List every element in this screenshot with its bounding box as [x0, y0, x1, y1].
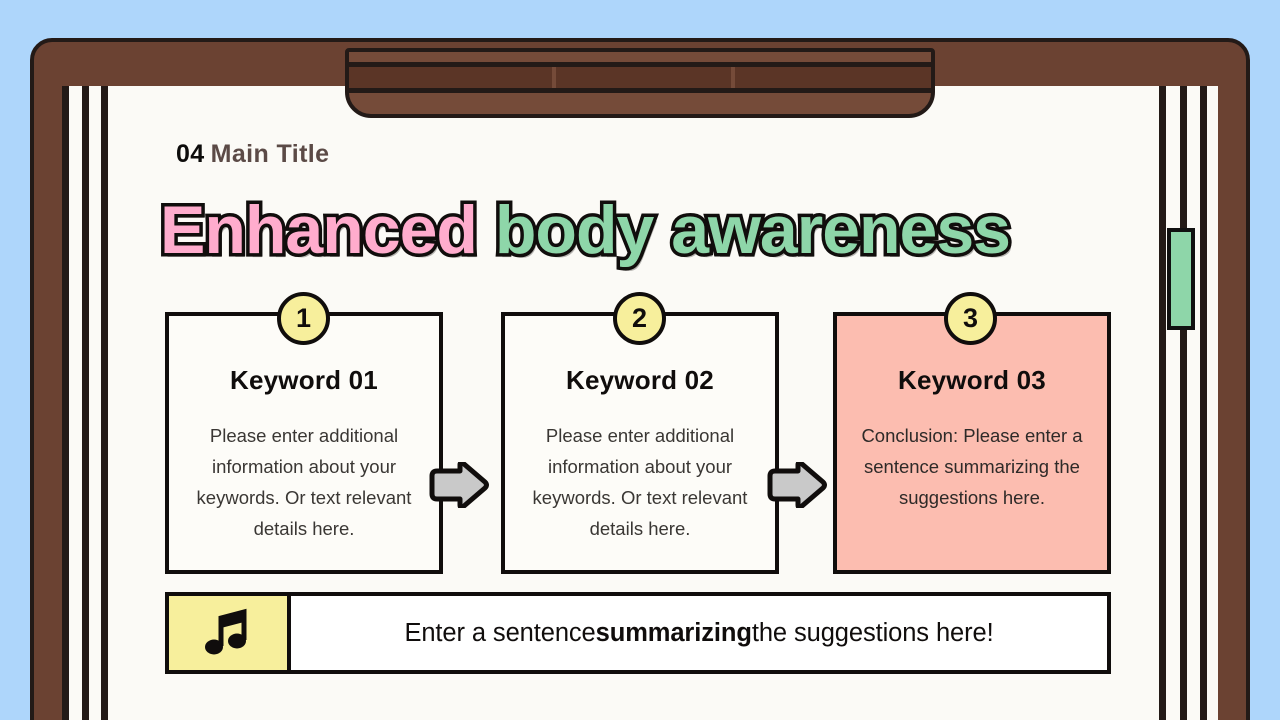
clip-segment-1: [349, 67, 552, 88]
arrow-right-icon-1: [428, 460, 490, 510]
clip-bar-bottom: [349, 88, 931, 93]
music-note-icon: [169, 596, 291, 670]
keyword-card-3[interactable]: Keyword 03 Conclusion: Please enter a se…: [833, 312, 1111, 574]
clipboard-clip: [345, 48, 935, 118]
keyword-card-3-title: Keyword 03: [898, 365, 1046, 395]
page-title-part-2: body awareness: [491, 192, 1014, 268]
clip-bar-top: [349, 62, 931, 67]
page-title: Enhanced body awareness: [157, 193, 1140, 268]
clip-segment-2: [556, 67, 731, 88]
summary-text-after: the suggestions here!: [751, 618, 994, 647]
page-title-part-1: Enhanced: [157, 192, 482, 268]
keyword-card-2-badge: 2: [613, 292, 666, 345]
page-edge-line-right-1: [1159, 86, 1166, 720]
summary-banner[interactable]: Enter a sentence summarizing the suggest…: [165, 592, 1111, 674]
page-edge-line-left-3: [101, 86, 108, 720]
keyword-card-1-title: Keyword 01: [230, 365, 378, 395]
keyword-card-2-body: Please enter additional information abou…: [532, 425, 748, 539]
keyword-card-3-body: Conclusion: Please enter a sentence summ…: [861, 425, 1083, 508]
page-edge-line-right-3: [1200, 86, 1207, 720]
keyword-card-1[interactable]: Keyword 01 Please enter additional infor…: [165, 312, 443, 574]
summary-banner-text: Enter a sentence summarizing the suggest…: [291, 596, 1107, 670]
page-edge-line-left-1: [62, 86, 69, 720]
section-number: 04: [176, 140, 205, 168]
section-label: Main Title: [210, 140, 330, 168]
keyword-card-2[interactable]: Keyword 02 Please enter additional infor…: [501, 312, 779, 574]
page-edge-line-right-2: [1180, 86, 1187, 720]
keyword-card-2-title: Keyword 02: [566, 365, 714, 395]
bookmark-tab[interactable]: [1167, 228, 1195, 330]
keyword-card-1-badge: 1: [277, 292, 330, 345]
arrow-right-icon-2: [766, 460, 828, 510]
clip-segment-3: [735, 67, 931, 88]
summary-text-bold: summarizing: [595, 618, 752, 647]
summary-text-before: Enter a sentence: [404, 618, 596, 647]
keyword-card-3-badge: 3: [944, 292, 997, 345]
keyword-card-1-body: Please enter additional information abou…: [196, 425, 412, 539]
page-edge-line-left-2: [82, 86, 89, 720]
